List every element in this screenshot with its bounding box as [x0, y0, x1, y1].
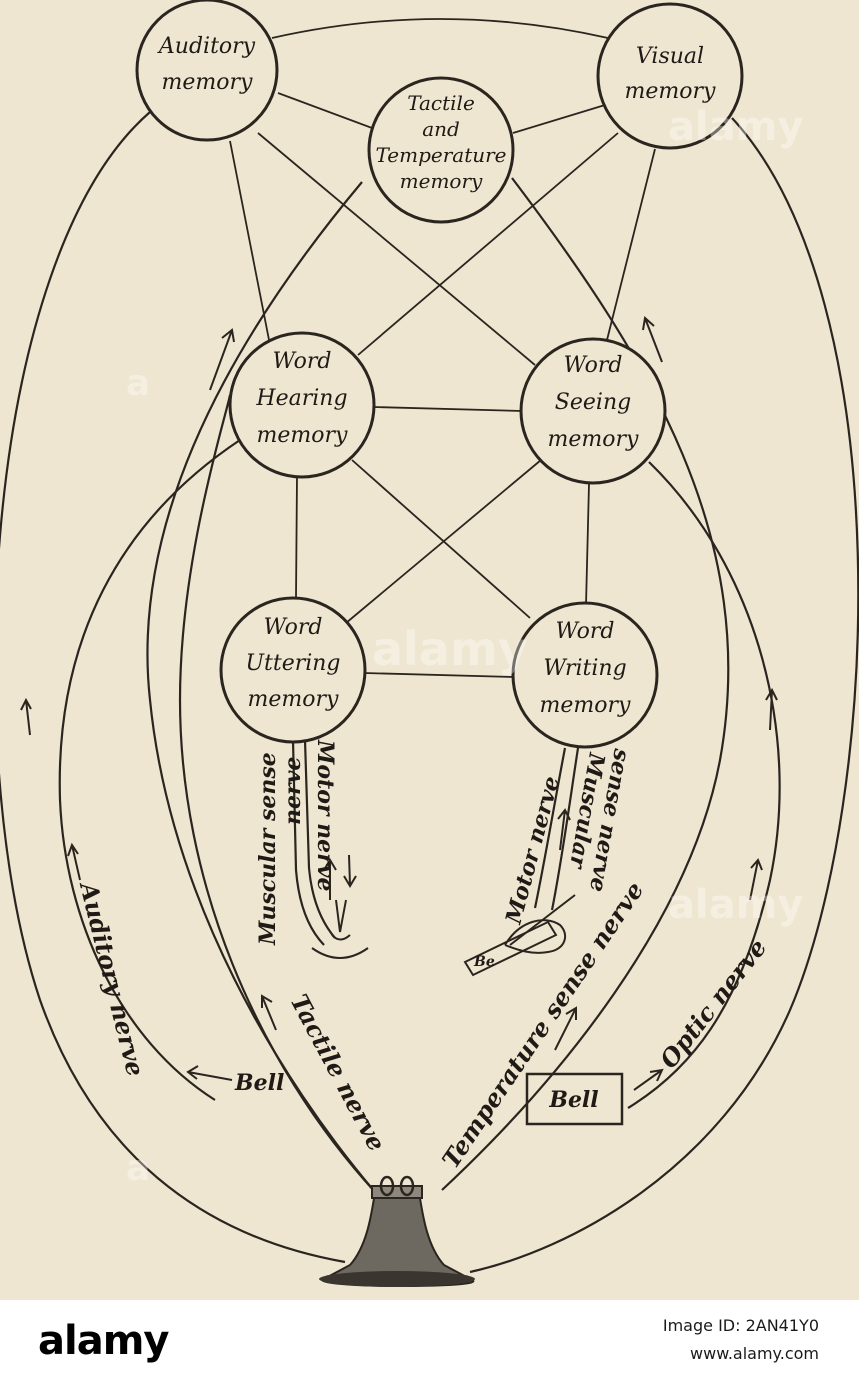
paper-text: Be	[473, 954, 495, 970]
muscular-sense-nerve-label: Muscular sense	[255, 752, 281, 946]
watermark: a	[126, 363, 150, 404]
node-line: Word	[264, 615, 323, 640]
node-line: Word	[556, 619, 615, 644]
link-hearing-writing	[351, 459, 531, 619]
arrow-icon	[765, 687, 778, 731]
writing-nerve-left	[533, 747, 567, 909]
node-word-writing-memory: Word Writing memory	[511, 601, 659, 749]
node-line: Hearing	[255, 386, 347, 411]
arrow-icon	[261, 994, 277, 1031]
stock-footer: alamy Image ID: 2AN41Y0 www.alamy.com	[0, 1300, 859, 1390]
tactile-nerve-label: Tactile nerve	[285, 989, 392, 1156]
memory-connections	[229, 18, 656, 678]
watermark: a	[126, 1148, 150, 1189]
node-line: Tactile	[407, 91, 475, 115]
node-auditory-memory: Auditory memory	[135, 0, 279, 142]
link-tactile-visual	[512, 104, 606, 134]
node-line: Auditory	[157, 34, 256, 59]
outer-left-loop	[0, 111, 346, 1264]
writing-hand-icon: Be	[463, 894, 576, 977]
node-line: memory	[400, 169, 483, 193]
node-line: Visual	[636, 44, 704, 69]
link-seeing-writing	[585, 483, 590, 606]
arrow-icon	[642, 316, 663, 363]
node-line: Word	[564, 353, 623, 378]
optic-nerve-label: Optic nerve	[654, 933, 773, 1073]
watermark: alamy	[668, 882, 803, 928]
node-word-hearing-memory: Word Hearing memory	[228, 331, 376, 479]
mouth-icon	[311, 899, 369, 959]
node-line: Word	[273, 349, 332, 374]
muscular-sense-nerve-label-2: nerve	[280, 757, 306, 825]
node-line: memory	[257, 423, 349, 448]
watermark: alamy	[372, 622, 528, 676]
watermarks: alamy alamy alamy a a	[126, 104, 803, 1189]
arrow-icon	[209, 328, 235, 391]
diagram-plate: Auditory memory Visual memory Tactile an…	[0, 0, 859, 1300]
arrow-icon	[323, 858, 337, 900]
node-visual-memory: Visual memory	[596, 2, 744, 150]
link-hearing-seeing	[373, 406, 523, 412]
link-seeing-uttering	[345, 459, 542, 624]
node-line: Seeing	[555, 390, 631, 415]
bell-icon	[319, 1175, 475, 1287]
auditory-nerve-path	[58, 439, 241, 1101]
link-auditory-wordhearing	[229, 140, 271, 346]
writing-nerve-right	[550, 747, 580, 911]
link-auditory-visual	[271, 18, 609, 39]
node-line: memory	[625, 79, 717, 104]
arrow-icon	[557, 808, 571, 851]
node-word-seeing-memory: Word Seeing memory	[519, 337, 667, 485]
uttering-nerve-right	[303, 739, 336, 939]
bell-word-label: Bell	[234, 1070, 284, 1096]
memory-nerve-diagram: Auditory memory Visual memory Tactile an…	[0, 0, 859, 1287]
site-url[interactable]: www.alamy.com	[690, 1344, 819, 1363]
node-line: Writing	[543, 656, 626, 681]
node-line: and	[422, 117, 460, 141]
uttering-nerve-left	[291, 739, 325, 946]
arrow-icon	[67, 842, 81, 881]
node-line: memory	[548, 427, 640, 452]
optic-nerve-path	[627, 461, 781, 1109]
node-word-uttering-memory: Word Uttering memory	[219, 596, 367, 744]
motor-nerve-left-label: Motor nerve	[312, 739, 338, 891]
direction-arrows	[20, 316, 778, 1091]
arrow-icon	[343, 854, 357, 888]
arrow-icon	[749, 858, 763, 901]
node-line: memory	[540, 693, 632, 718]
image-id: Image ID: 2AN41Y0	[662, 1316, 819, 1335]
link-visual-wordhearing	[357, 132, 619, 356]
node-line: Temperature	[375, 143, 506, 167]
nerve-pathways	[0, 111, 859, 1274]
arrow-icon	[554, 1006, 577, 1051]
arrow-icon	[186, 1065, 233, 1081]
link-hearing-uttering	[295, 475, 298, 599]
motor-nerve-right-label: Motor nerve	[500, 774, 565, 928]
nerve-labels: Muscular sense nerve Motor nerve Motor n…	[74, 739, 773, 1173]
link-auditory-tactile	[277, 92, 373, 129]
outer-right-loop	[469, 117, 859, 1274]
arrow-icon	[633, 1068, 664, 1091]
bell-box: Bell	[525, 1072, 624, 1126]
tactile-nerve-path-inner	[178, 394, 376, 1193]
bell-box-label: Bell	[548, 1087, 598, 1113]
link-uttering-writing	[363, 672, 514, 678]
node-line: memory	[162, 70, 254, 95]
node-tactile-temperature-memory: Tactile and Temperature memory	[367, 76, 515, 224]
arrow-icon	[20, 697, 32, 736]
node-line: memory	[248, 687, 340, 712]
watermark: alamy	[668, 104, 803, 150]
memory-centers: Auditory memory Visual memory Tactile an…	[135, 0, 744, 749]
link-auditory-wordseeing	[257, 132, 536, 366]
link-visual-wordseeing	[606, 148, 656, 341]
brand-logo[interactable]: alamy	[38, 1318, 169, 1364]
node-line: Uttering	[245, 651, 340, 676]
auditory-nerve-label: Auditory nerve	[74, 877, 151, 1079]
